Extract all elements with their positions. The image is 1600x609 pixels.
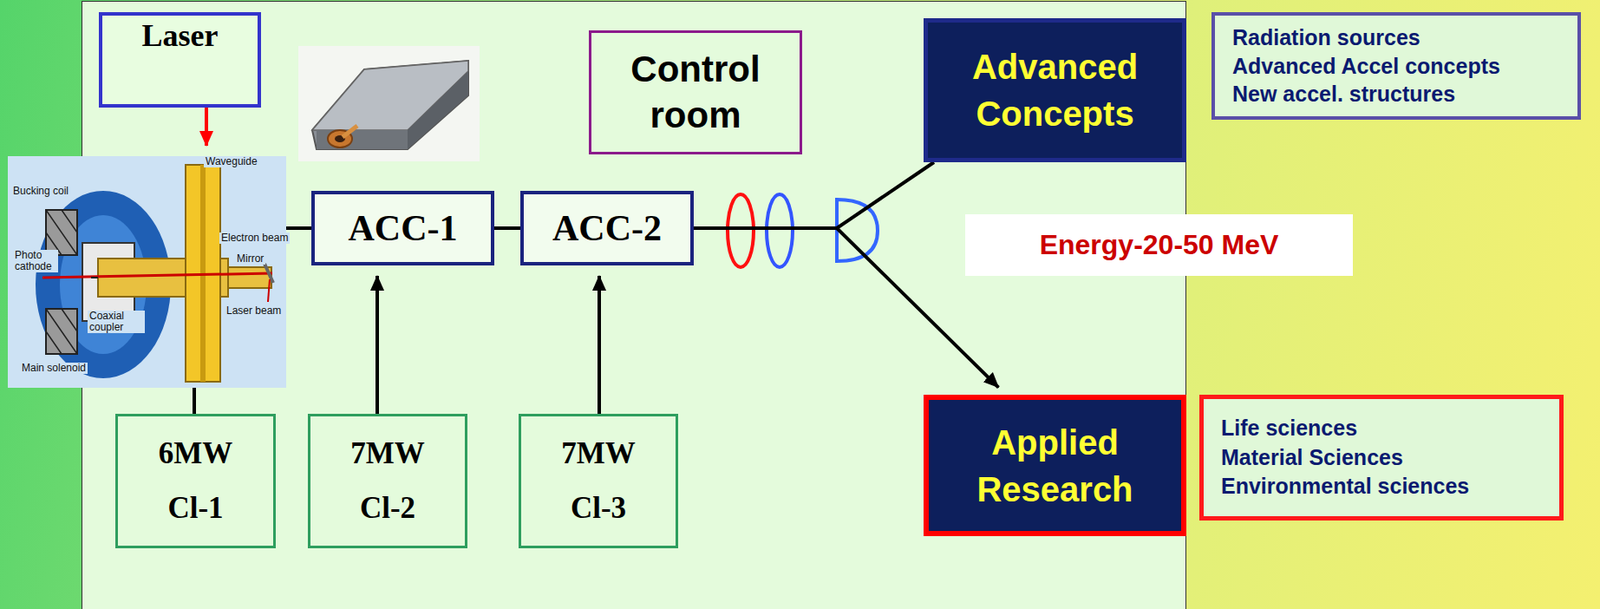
part-label: Photo cathode [13,249,59,273]
connector-line [693,228,999,388]
part-label: Coaxial coupler [87,310,145,334]
topic-list-box: Life sciencesMaterial SciencesEnvironmen… [1199,394,1564,521]
research-area-box: Advanced Concepts [923,18,1187,163]
node-text: Environmental sciences [1221,471,1470,502]
node-text: New accel. structures [1232,79,1456,109]
node-text: ACC-2 [552,207,662,249]
node-text: 7MW [350,436,425,471]
node-text: Cl-1 [167,490,223,526]
node-text: Cl-3 [570,490,627,526]
rf-gun-figure: WaveguideBucking coilPhoto cathodeCoaxia… [7,156,287,388]
laser-device-photo [298,45,480,162]
connector-line [204,107,209,146]
accelerator-box: ACC-2 [520,190,694,266]
part-label: Waveguide [203,156,260,168]
part-label: Bucking coil [11,185,71,197]
connector-line [286,226,312,230]
part-label: Electron beam [219,232,290,244]
node-text: Life sciences [1221,413,1358,444]
connector-line [192,387,196,414]
part-label: Laser beam [224,305,283,317]
part-label: Mirror [235,253,266,265]
rf-gun-illustration [7,156,287,388]
klystron-box: 7MW Cl-2 [307,413,468,549]
node-text: Control room [591,46,800,138]
laser-box: Laser [98,12,262,108]
research-area-box: Applied Research [923,394,1187,536]
node-text: Advanced Concepts [927,43,1183,138]
klystron-box: 7MW Cl-3 [518,413,679,549]
klystron-box: 6MW Cl-1 [115,413,276,549]
node-text: 7MW [561,436,636,471]
node-text: Laser [142,17,219,54]
part-label: Main solenoid [19,362,88,374]
control-room-box: Control room [588,30,803,155]
quadrupole-lenses [727,194,793,268]
connector-line [375,275,379,414]
node-text: Applied Research [928,418,1182,513]
node-text: Advanced Accel concepts [1232,52,1501,81]
node-text: Material Sciences [1221,443,1404,473]
connector-line [693,162,934,229]
accelerator-box: ACC-1 [311,190,495,266]
node-text: ACC-1 [348,207,458,249]
node-text: Cl-2 [359,490,416,526]
node-text: Energy-20-50 MeV [1039,228,1280,262]
energy-label-box: Energy-20-50 MeV [965,214,1353,276]
node-text: Radiation sources [1232,23,1421,53]
connector-line [494,226,521,230]
topic-list-box: Radiation sourcesAdvanced Accel concepts… [1211,12,1581,120]
node-text: 6MW [158,436,234,471]
connector-line [597,275,601,414]
dipole-magnet [836,199,878,262]
